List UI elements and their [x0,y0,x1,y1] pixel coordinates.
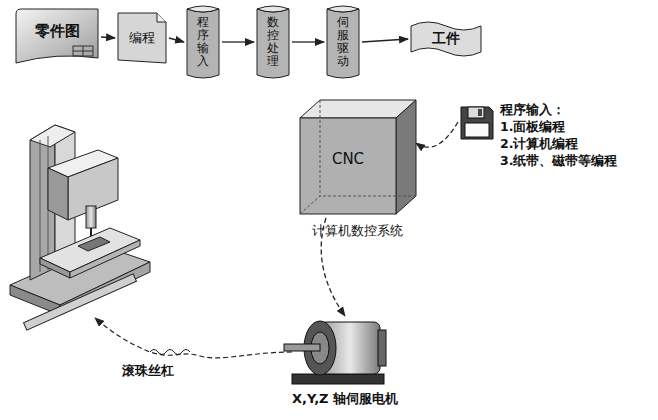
vertical-step-label: 程序输入 [197,16,209,69]
list-heading: 程序输入： [500,102,650,119]
scroll-top [327,6,359,12]
flow-arrow [416,122,458,147]
vertical-step-label: 数控处理 [267,16,279,69]
sheet-fold [157,13,166,22]
step-label: 零件图 [35,22,80,41]
scroll-node: 伺服驱动 [326,4,360,80]
flow-arrow [292,41,324,42]
part-label: 滚珠丝杠 [120,362,176,380]
motor-node: X,Y,Z 轴伺服电机 [270,308,420,412]
program-sheet [118,13,166,63]
doc-node: 零件图 [15,8,99,66]
cnc-label: CNC [300,150,396,168]
list-item: 1.面板编程 [500,119,650,136]
flow-arrow [362,39,408,42]
text-column: 程序输入：1.面板编程2.计算机编程3.纸带、磁带等编程 [500,102,650,170]
drawing-sheet [16,9,98,63]
milling-machine [10,125,150,330]
disk-node: 程序输入：1.面板编程2.计算机编程3.纸带、磁带等编程 [460,102,650,198]
scroll-top [187,6,219,12]
title-block-line [83,46,84,56]
step-label: 工件 [432,30,460,48]
ball-screw-wave [150,350,190,355]
sheet-node: 编程 [117,12,167,64]
flow-arrow [222,41,254,42]
step-label: 编程 [129,29,155,47]
flow-arrow [101,37,115,38]
banner-node: 工件 [410,20,482,58]
scroll-node: 数控处理 [256,4,290,80]
workpiece-banner [411,22,481,56]
node-caption: 计算机数控系统 [286,222,428,240]
node-caption: X,Y,Z 轴伺服电机 [270,390,420,408]
list-item: 2.计算机编程 [500,136,650,153]
servo-motor-icon [270,308,420,386]
scroll-top [257,6,289,12]
floppy-disk-icon [460,106,494,140]
ball-screw-line [95,318,292,358]
cube-node: CNC计算机数控系统 [296,98,418,248]
scroll-body [327,9,359,78]
list-item: 3.纸带、磁带等编程 [500,153,650,170]
scroll-body [257,9,289,78]
scroll-node: 程序输入 [186,4,220,80]
title-block [73,46,93,56]
scroll-body [187,9,219,78]
vertical-step-label: 伺服驱动 [337,16,349,69]
flow-arrow [169,38,184,42]
